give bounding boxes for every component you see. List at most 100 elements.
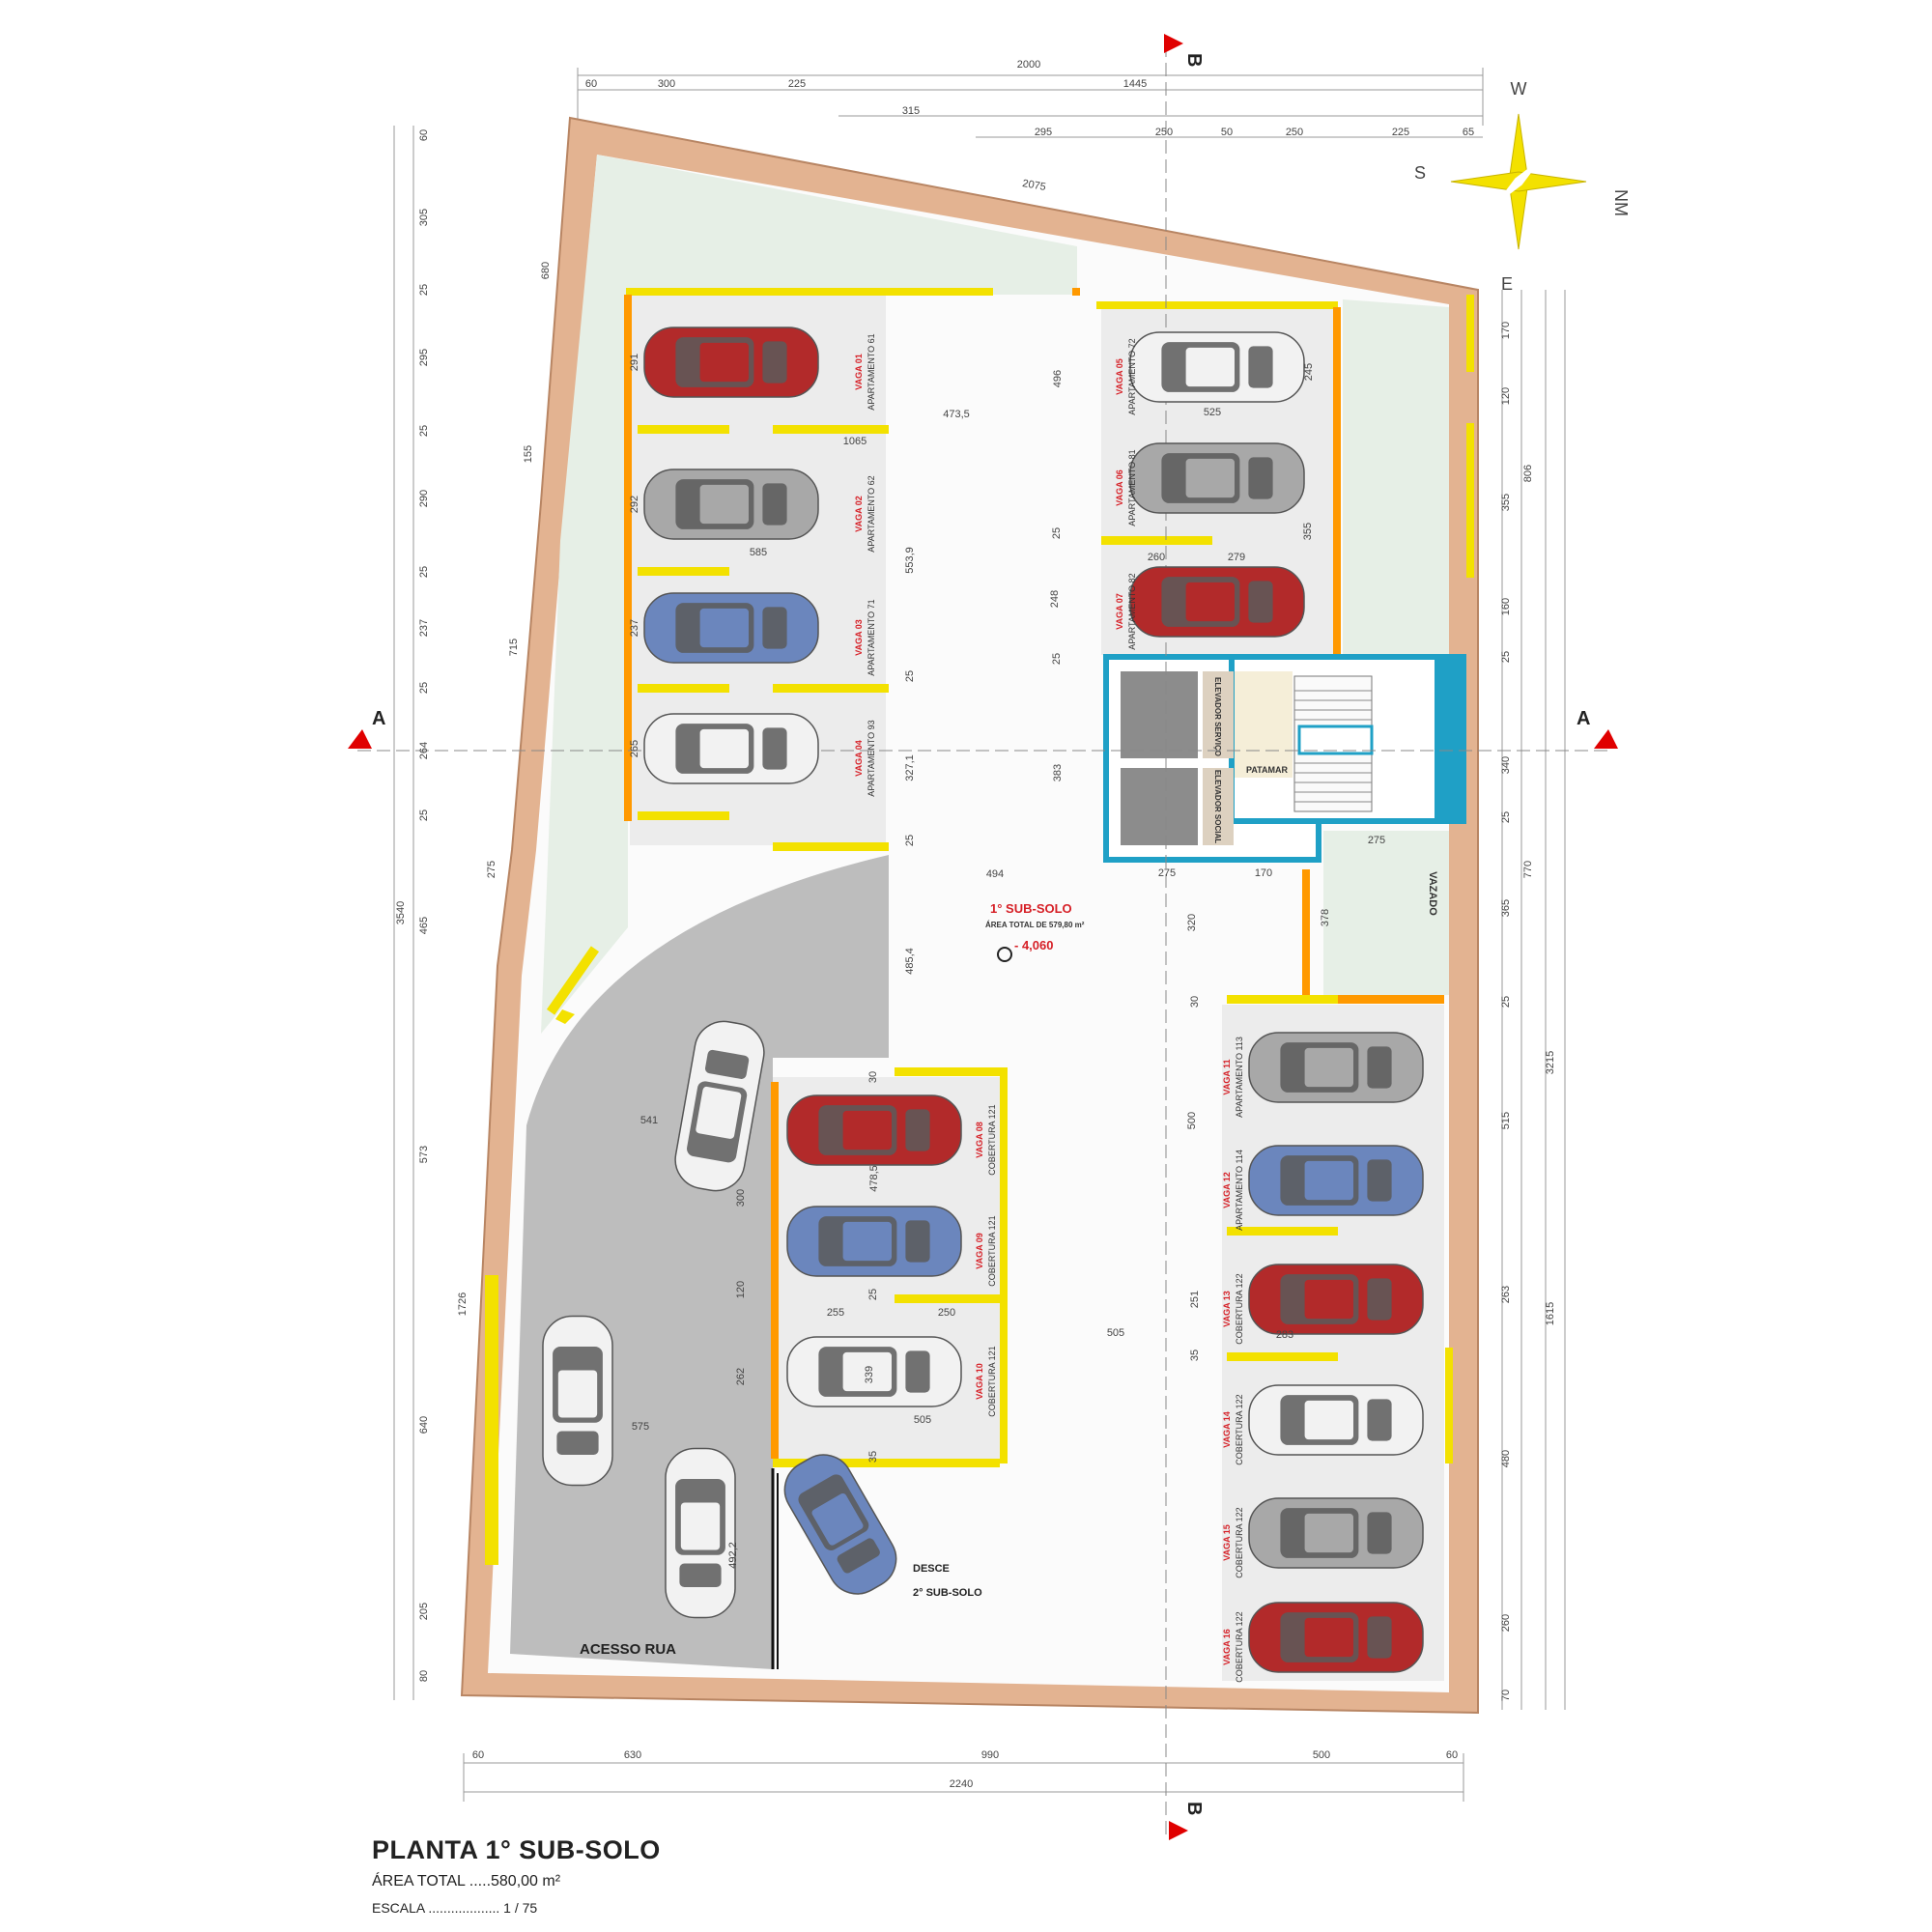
car-icon xyxy=(1248,1032,1424,1103)
vazado-label: VAZADO xyxy=(1427,871,1438,916)
car-icon xyxy=(674,1020,765,1192)
dimension-text: 35 xyxy=(1189,1350,1201,1361)
vaga-label: VAGA 13 xyxy=(1222,1291,1232,1327)
level-marker-icon xyxy=(997,947,1012,962)
vaga-label: VAGA 16 xyxy=(1222,1629,1232,1665)
level-elevation: - 4,060 xyxy=(1014,938,1053,952)
dimension-text: 573 xyxy=(418,1146,430,1163)
vaga-label: VAGA 10 xyxy=(975,1363,984,1400)
dimension-text: 575 xyxy=(632,1421,649,1433)
vaga-owner-label: APARTAMENTO 93 xyxy=(867,720,876,796)
dimension-text: 279 xyxy=(1228,552,1245,563)
vaga-owner-label: COBERTURA 122 xyxy=(1235,1611,1244,1682)
car-icon xyxy=(783,1454,897,1595)
vaga-label: VAGA 09 xyxy=(975,1233,984,1269)
vaga-owner-label: APARTAMENTO 62 xyxy=(867,475,876,552)
car-icon xyxy=(643,713,819,784)
vaga-owner-label: APARTAMENTO 71 xyxy=(867,599,876,675)
dimension-text: 50 xyxy=(1221,127,1233,138)
section-a-right: A xyxy=(1577,708,1590,729)
vertical-core xyxy=(1103,654,1466,863)
dimension-text: 264 xyxy=(418,742,430,759)
dimension-text: 170 xyxy=(1255,867,1272,879)
dimension-text: 283 xyxy=(1276,1329,1293,1341)
vaga-owner-label: APARTAMENTO 114 xyxy=(1235,1150,1244,1231)
vaga-owner-label: COBERTURA 121 xyxy=(987,1346,997,1416)
car-icon xyxy=(786,1336,962,1407)
vaga-label: VAGA 14 xyxy=(1222,1411,1232,1448)
elevator-social-label: ELEVADOR SOCIAL xyxy=(1213,770,1222,843)
dimension-text: 327,1 xyxy=(904,754,916,781)
car-icon xyxy=(1248,1384,1424,1456)
dimension-text: 485,4 xyxy=(904,948,916,975)
car-icon xyxy=(1129,331,1305,403)
dimension-text: 2240 xyxy=(950,1778,973,1790)
dimension-text: 494 xyxy=(986,868,1004,880)
dimension-text: 248 xyxy=(1049,590,1061,608)
compass-w: W xyxy=(1511,79,1527,99)
vaga-owner-label: APARTAMENTO 61 xyxy=(867,333,876,410)
dimension-text: 365 xyxy=(1500,899,1512,917)
level-name: 1° SUB-SOLO xyxy=(990,901,1072,916)
plan-title: PLANTA 1° SUB-SOLO xyxy=(372,1835,661,1864)
dimension-text: 2000 xyxy=(1017,59,1040,71)
dimension-text: 35 xyxy=(867,1451,879,1463)
vaga-label: VAGA 12 xyxy=(1222,1172,1232,1208)
vaga-owner-label: APARTAMENTO 81 xyxy=(1127,449,1137,526)
dimension-text: 60 xyxy=(585,78,597,90)
elevator-servico-label: ELEVADOR SERVIÇO xyxy=(1213,677,1222,756)
dimension-text: 25 xyxy=(904,670,916,682)
dimension-text: 237 xyxy=(418,619,430,637)
dimension-text: 30 xyxy=(1189,996,1201,1008)
dimension-text: 262 xyxy=(735,1368,747,1385)
dimension-text: 292 xyxy=(629,496,640,513)
area-total: ÁREA TOTAL .....580,00 m² xyxy=(372,1873,561,1889)
dimension-text: 3540 xyxy=(395,901,407,924)
dimension-text: 260 xyxy=(1148,552,1165,563)
dimension-text: 990 xyxy=(981,1749,999,1761)
dimension-text: 25 xyxy=(1500,996,1512,1008)
vaga-owner-label: COBERTURA 121 xyxy=(987,1104,997,1175)
dimension-text: 1445 xyxy=(1123,78,1147,90)
dimension-text: 245 xyxy=(1303,363,1315,381)
dimension-text: 355 xyxy=(1302,523,1314,540)
vaga-label: VAGA 11 xyxy=(1222,1059,1232,1094)
dimension-text: 250 xyxy=(1155,127,1173,138)
vaga-label: VAGA 06 xyxy=(1115,469,1124,506)
dimension-text: 505 xyxy=(1107,1327,1124,1339)
dimension-text: 295 xyxy=(1035,127,1052,138)
car-icon xyxy=(643,469,819,540)
level-area: ÁREA TOTAL DE 579,80 m² xyxy=(985,921,1085,929)
vaga-owner-label: COBERTURA 122 xyxy=(1235,1507,1244,1577)
garden xyxy=(541,155,1077,1034)
car-icon xyxy=(665,1447,736,1619)
dimension-text: 25 xyxy=(418,284,430,296)
dimension-text: 160 xyxy=(1500,598,1512,615)
void-area xyxy=(1323,831,1449,995)
vaga-owner-label: APARTAMENTO 82 xyxy=(1127,573,1137,649)
dimension-text: 630 xyxy=(624,1749,641,1761)
dimension-text: 465 xyxy=(418,917,430,934)
dimension-lines xyxy=(393,68,1566,1802)
compass-e: E xyxy=(1501,274,1513,294)
dimension-text: 1065 xyxy=(843,436,867,447)
dimension-text: 1726 xyxy=(457,1293,469,1316)
car-icon xyxy=(1248,1145,1424,1216)
dimension-text: 295 xyxy=(418,349,430,366)
dimension-text: 60 xyxy=(472,1749,484,1761)
car-icon xyxy=(1129,442,1305,514)
dimension-text: 525 xyxy=(1204,407,1221,418)
car-icon xyxy=(643,592,819,664)
dimension-text: 25 xyxy=(1051,653,1063,665)
dimension-text: 378 xyxy=(1320,909,1331,926)
dimension-text: 492,2 xyxy=(727,1542,739,1569)
dimension-text: 120 xyxy=(735,1281,747,1298)
